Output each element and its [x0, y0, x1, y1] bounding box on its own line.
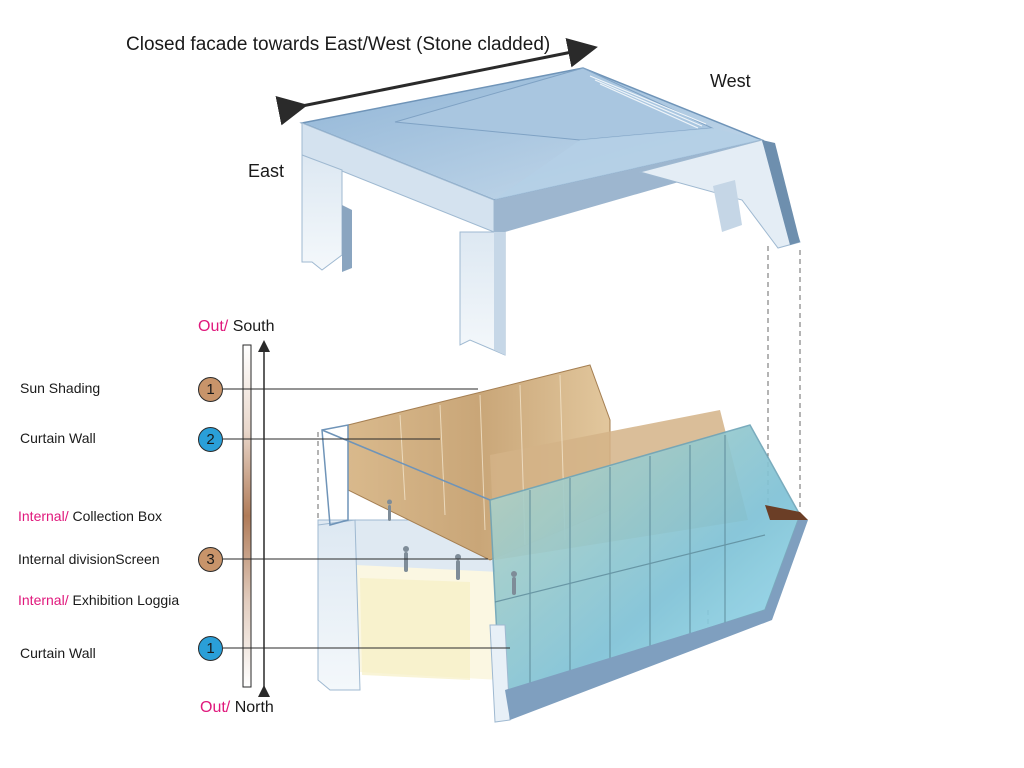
layer-badge-sun-shading: 1 [198, 377, 223, 402]
layer-text-collection-box: Collection Box [72, 508, 162, 524]
axis-bottom-direction: North [234, 699, 274, 716]
leader-lines [223, 388, 510, 649]
layer-label-sun-shading: Sun Shading [20, 380, 101, 396]
layer-prefix-collection-box: Internal/ [18, 508, 69, 524]
layer-badge-internal-division-screen: 3 [198, 547, 223, 572]
axis-bottom-label: Out/ North [200, 700, 274, 716]
west-label: West [710, 71, 751, 91]
layer-badge-curtain-wall-south: 2 [198, 427, 223, 452]
axis-bottom-prefix: Out/ [200, 699, 231, 716]
lower-building [317, 364, 808, 723]
axis-top-prefix: Out/ [198, 318, 229, 335]
layer-prefix-exhibition-loggia: Internal/ [18, 592, 69, 608]
layer-label-exhibition-loggia: Internal/ Exhibition Loggia [18, 593, 179, 607]
layer-text-exhibition-loggia: Exhibition Loggia [72, 592, 180, 608]
east-west-arrow [275, 37, 598, 126]
layer-label-internal-division-screen: Internal divisionScreen [18, 551, 160, 567]
layer-label-curtain-wall-south: Curtain Wall [20, 430, 96, 446]
roof-block [299, 67, 801, 356]
axis-top-direction: South [232, 318, 275, 335]
layer-label-curtain-wall-north: Curtain Wall [20, 645, 96, 661]
diagram-title: Closed facade towards East/West (Stone c… [126, 34, 551, 55]
axis-top-label: Out/ South [198, 319, 275, 335]
depth-scale-bar [242, 344, 252, 688]
layer-label-collection-box: Internal/ Collection Box [18, 509, 162, 523]
layer-badge-curtain-wall-north: 1 [198, 636, 223, 661]
east-label: East [248, 161, 285, 181]
